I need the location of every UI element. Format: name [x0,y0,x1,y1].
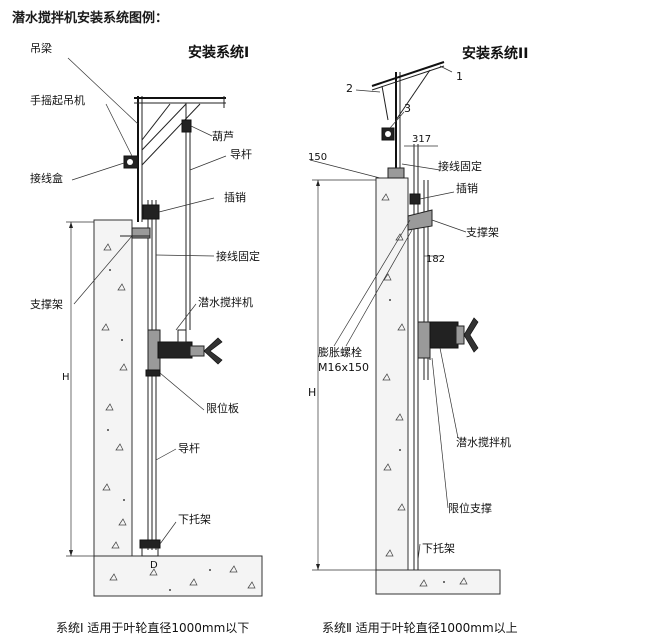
system-2-dim-182: 182 [426,254,445,265]
system-1-label-limit-plate: 限位板 [206,401,239,415]
system-2-callout-2: 2 [346,82,353,95]
system-1-floor [93,555,263,597]
page-title: 潜水搅拌机安装系统图例： [12,10,168,26]
system-2-label-bottom-bracket: 下托架 [422,541,455,555]
system-1-limit-plate [145,369,161,377]
system-1-label-pin: 插销 [224,190,246,204]
system-1-bottom-bracket [139,539,161,549]
system-1-label-hand-crane: 手摇起吊机 [30,93,85,107]
system-1-hoist [181,119,192,133]
system-1-label-support-frame: 支撑架 [30,297,63,311]
system-1-pin [142,204,160,220]
system-1-label-mixer: 潜水搅拌机 [198,295,253,309]
system-2-aggregate [381,193,468,587]
system-2-mixer [417,317,479,360]
system-1-caption: 系统Ⅰ 适用于叶轮直径1000mm以下 [56,621,249,635]
system-2-leaders [309,65,467,561]
system-2-wall [375,177,409,573]
system-2-dim-317: 317 [412,134,431,145]
system-1-mixer [147,329,223,371]
system-2-support-frame [407,209,433,231]
system-2-title: 安装系统II [462,45,528,62]
system-1-label-junction-box: 接线盒 [30,171,63,185]
system-2-callout-3: 3 [404,102,411,115]
system-1-support-frame [131,227,151,239]
system-2-floor [375,569,501,595]
system-2-label-mixer: 潜水搅拌机 [456,435,511,449]
system-2-callout-1: 1 [456,70,463,83]
system-2-boom [371,61,445,87]
system-2-label-expansion-bolt: 膨胀螺栓 [318,345,362,359]
system-2-label-limit-support: 限位支撑 [448,501,492,515]
system-1-label-hanger-beam: 吊梁 [30,41,52,55]
system-2-label-pin: 插销 [456,181,478,195]
system-2-label-bolt-spec: M16x150 [318,361,369,374]
system-1-h-label: H [62,372,70,383]
system-2-pin [409,193,421,205]
system-2-label-support-frame: 支撑架 [466,225,499,239]
system-1-label-guide-rod-top: 导杆 [230,147,252,161]
system-2-h-label: H [308,386,316,399]
system-2-caption: 系统Ⅱ 适用于叶轮直径1000mm以上 [322,621,518,635]
system-1-label-wire-fixing: 接线固定 [216,249,260,263]
system-1-label-guide-rod-bottom: 导杆 [178,441,200,455]
system-1-aggregate [101,243,256,591]
system-1-leaders [67,57,227,545]
system-1-label-hoist: 葫芦 [212,130,234,143]
system-1-wall [93,219,133,559]
system-1-title: 安装系统I [188,44,249,61]
system-1-d-label: D [150,560,158,571]
system-2-dim-150: 150 [308,152,327,163]
system-2-drawing: 安装系统II H [308,45,528,595]
system-1-drawing: 安装系统I H [30,41,263,597]
system-2-label-wire-fixing: 接线固定 [438,159,482,173]
system-1-label-bottom-bracket: 下托架 [178,512,211,526]
